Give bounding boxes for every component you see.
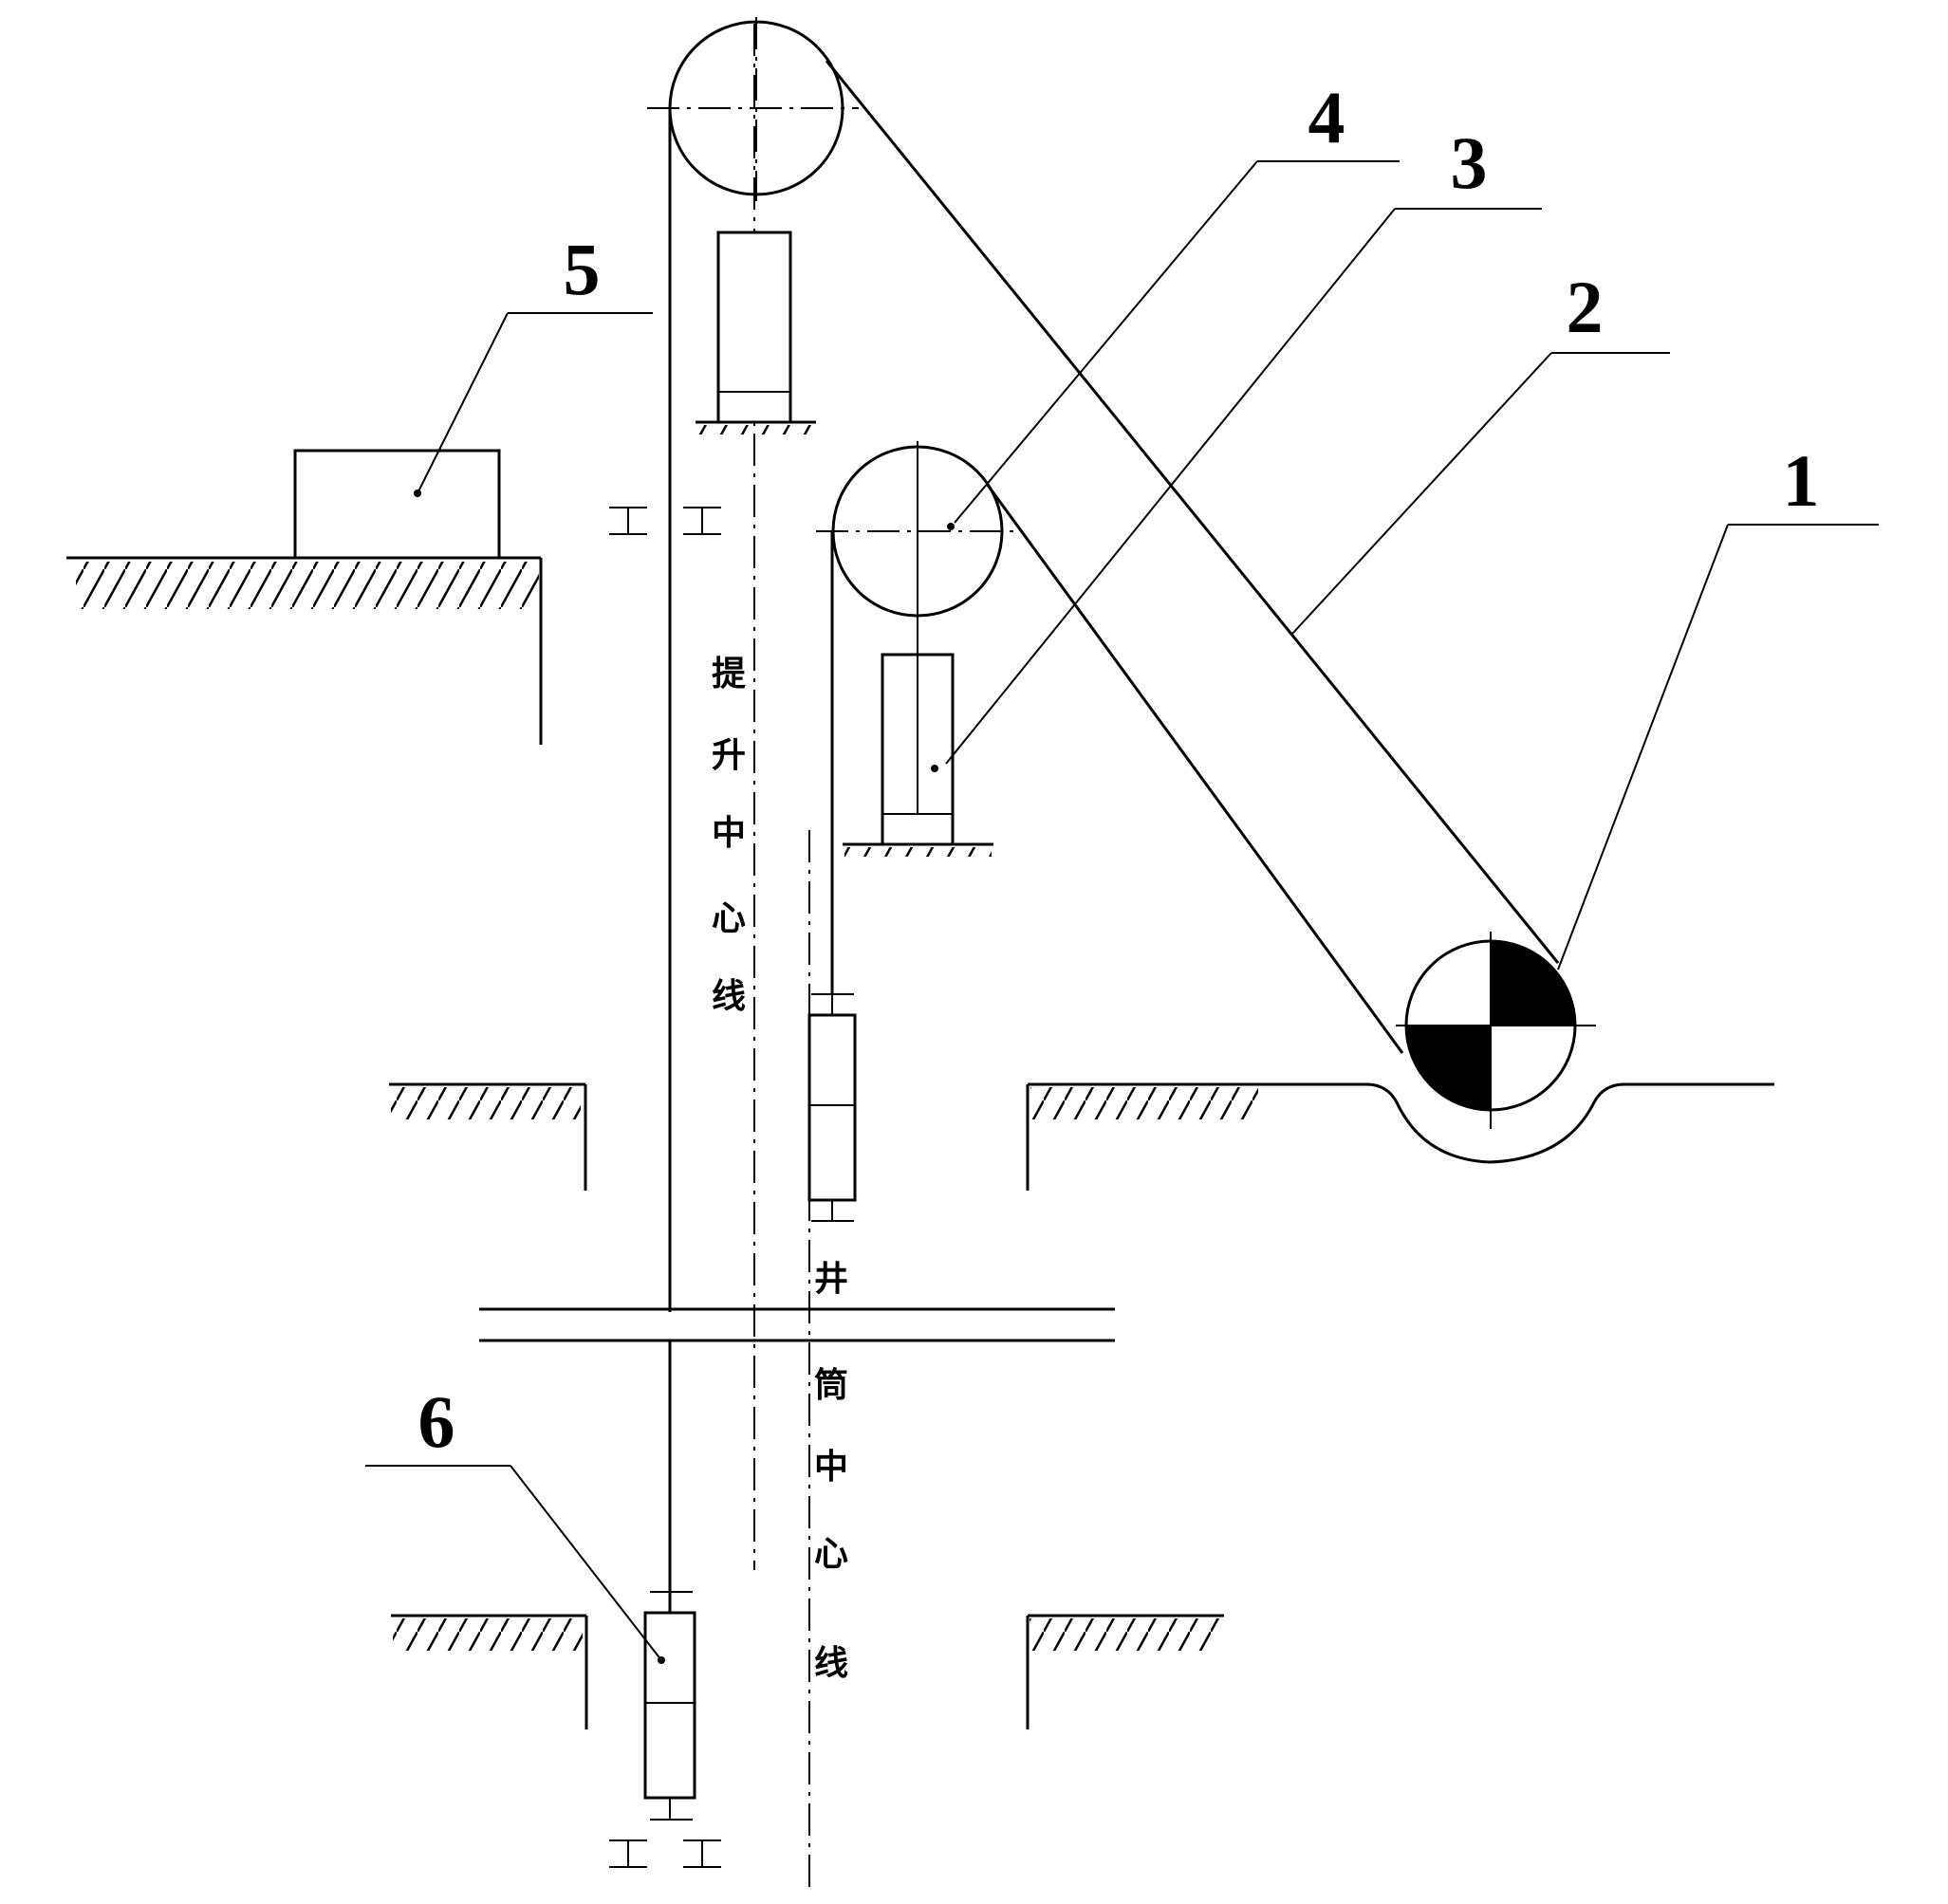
callout-5: 5 <box>564 228 601 310</box>
ground-shaft-collar-right <box>1028 1084 1774 1191</box>
upper-sheave-support <box>696 232 816 434</box>
shaft-label-char: 心 <box>814 1535 848 1574</box>
callout-2: 2 <box>1567 266 1604 348</box>
small-sheave <box>816 441 1020 655</box>
hoisting-label-char: 升 <box>712 736 746 775</box>
hoisting-centerline-label: 提 升 中 心 线 <box>712 655 746 1016</box>
shaft-centerline-label: 井 筒 中 心 线 <box>814 1260 848 1683</box>
ibeam-lower <box>609 1840 721 1867</box>
ground-left-top <box>66 558 541 745</box>
small-sheave-support <box>843 655 993 857</box>
leader-dots <box>414 490 955 1664</box>
shaft-label-char: 中 <box>814 1448 848 1487</box>
hoisting-label-char: 中 <box>712 814 746 853</box>
ground-shaft-collar-left <box>389 1084 585 1191</box>
upper-sheave <box>647 17 859 201</box>
surface-equipment-box <box>295 451 499 558</box>
hoisting-label-char: 线 <box>712 977 746 1016</box>
ibeam-upper <box>609 508 721 534</box>
shaft-label-char: 线 <box>814 1644 848 1683</box>
rope-small-sheave-to-winch <box>987 484 1402 1053</box>
leader-lines <box>365 161 1879 1660</box>
callout-1: 1 <box>1783 439 1820 522</box>
hoisting-label-char: 心 <box>712 899 746 938</box>
suspended-bucket-lower <box>645 1592 695 1820</box>
ground-lower-right <box>1028 1616 1224 1729</box>
suspended-bucket-upper <box>809 994 855 1221</box>
shaft-label-char: 筒 <box>814 1366 848 1405</box>
winch-drum <box>1396 932 1596 1129</box>
callout-4: 4 <box>1308 76 1345 158</box>
shaft-label-char: 井 <box>814 1260 848 1299</box>
hoisting-label-char: 提 <box>712 655 746 693</box>
callout-3: 3 <box>1451 121 1488 204</box>
callout-6: 6 <box>418 1380 455 1463</box>
ground-lower-left <box>391 1616 586 1729</box>
